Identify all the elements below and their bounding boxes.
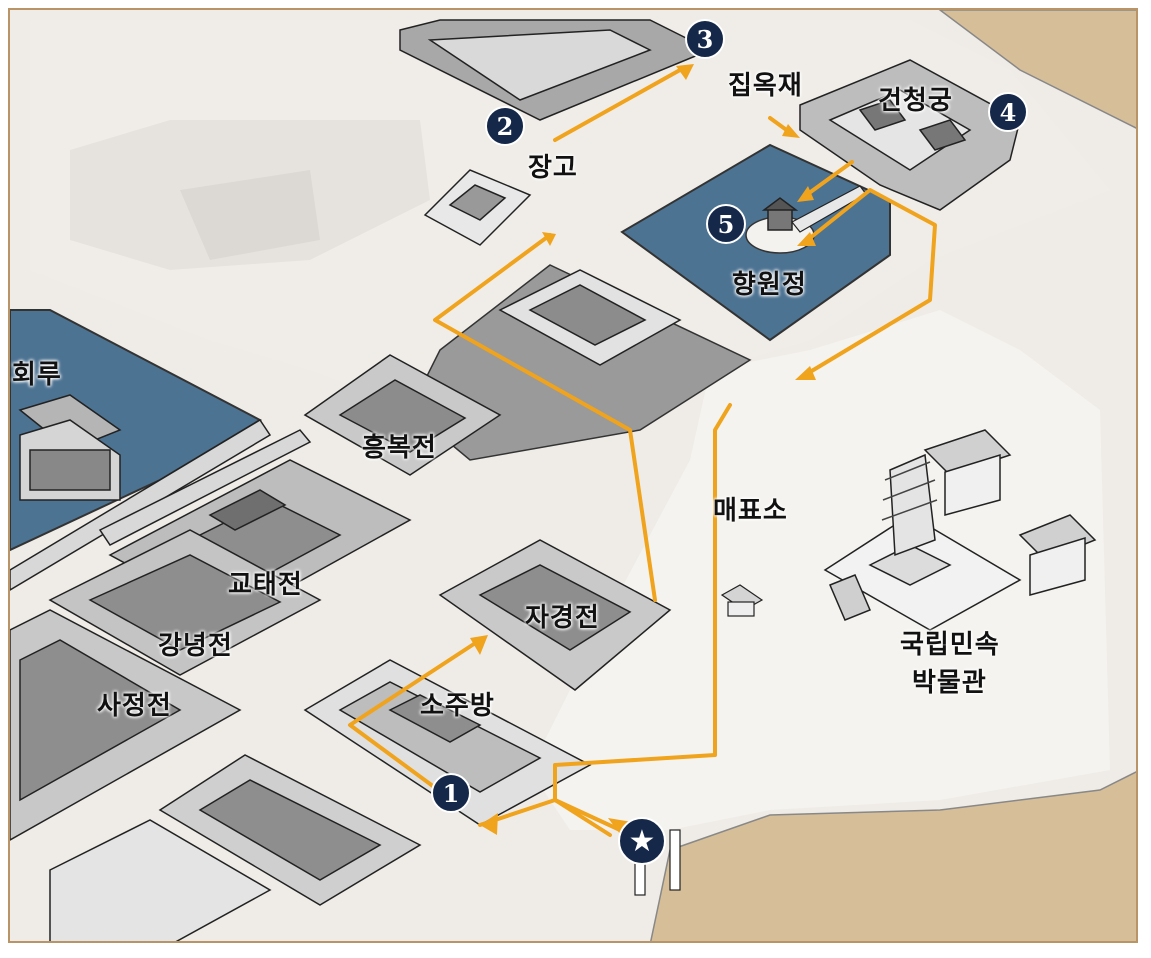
route-marker-3: 3 <box>685 19 725 59</box>
label-jagyeongjeon: 자경전 <box>525 603 600 633</box>
palace-wall-diagonal <box>10 418 272 591</box>
building-bottom-left <box>49 754 422 941</box>
label-geoncheonggung: 건청궁 <box>878 86 953 116</box>
label-sojubang: 소주방 <box>420 691 495 721</box>
label-sajeongjeon: 사정전 <box>97 691 172 721</box>
label-gangnyeongjeon: 강녕전 <box>158 631 233 661</box>
label-hyangwonjeong: 향원정 <box>732 270 807 300</box>
route-arrowheads <box>470 64 816 838</box>
building-gangnyeongjeon <box>48 529 322 676</box>
sand-area <box>650 10 1136 941</box>
building-hyangwonjeong <box>761 197 799 231</box>
building-museum <box>823 429 1097 631</box>
building-sojubang <box>303 659 592 826</box>
route-marker-5: 5 <box>706 204 746 244</box>
building-heungbokjeon <box>303 354 502 476</box>
palace-map <box>10 10 1136 941</box>
building-geoncheonggung <box>799 59 1021 211</box>
label-maepyoso: 매표소 <box>713 496 788 526</box>
building-janggo <box>423 169 532 246</box>
building-top-left <box>399 19 712 121</box>
building-north-of-heungbokjeon <box>498 269 682 366</box>
route-marker-2: 2 <box>485 106 525 146</box>
ticket-kiosk <box>720 584 764 617</box>
building-sajeongjeon <box>10 609 242 841</box>
label-hoeru: 회루 <box>12 360 62 390</box>
map-frame: 집옥재 건청궁 장고 향원정 회루 흥복전 매표소 교태전 자경전 강녕전 소주… <box>8 8 1138 943</box>
building-jagyeongjeon <box>438 539 672 691</box>
label-gyotaejeon: 교태전 <box>228 570 303 600</box>
label-janggo: 장고 <box>528 153 578 183</box>
label-museum-line1: 국립민속 <box>900 630 1000 660</box>
route-marker-4: 4 <box>988 92 1028 132</box>
label-museum-line2: 박물관 <box>912 668 987 698</box>
plaza-left-mid <box>180 170 320 260</box>
route-marker-1: 1 <box>431 773 471 813</box>
start-star-icon: ★ <box>618 817 666 865</box>
label-jipokjae: 집옥재 <box>728 71 803 101</box>
visit-route <box>348 68 937 837</box>
label-heungbokjeon: 흥복전 <box>362 433 437 463</box>
palace-wall-diagonal-2 <box>98 429 312 546</box>
building-gyeonghoeru <box>18 394 122 501</box>
